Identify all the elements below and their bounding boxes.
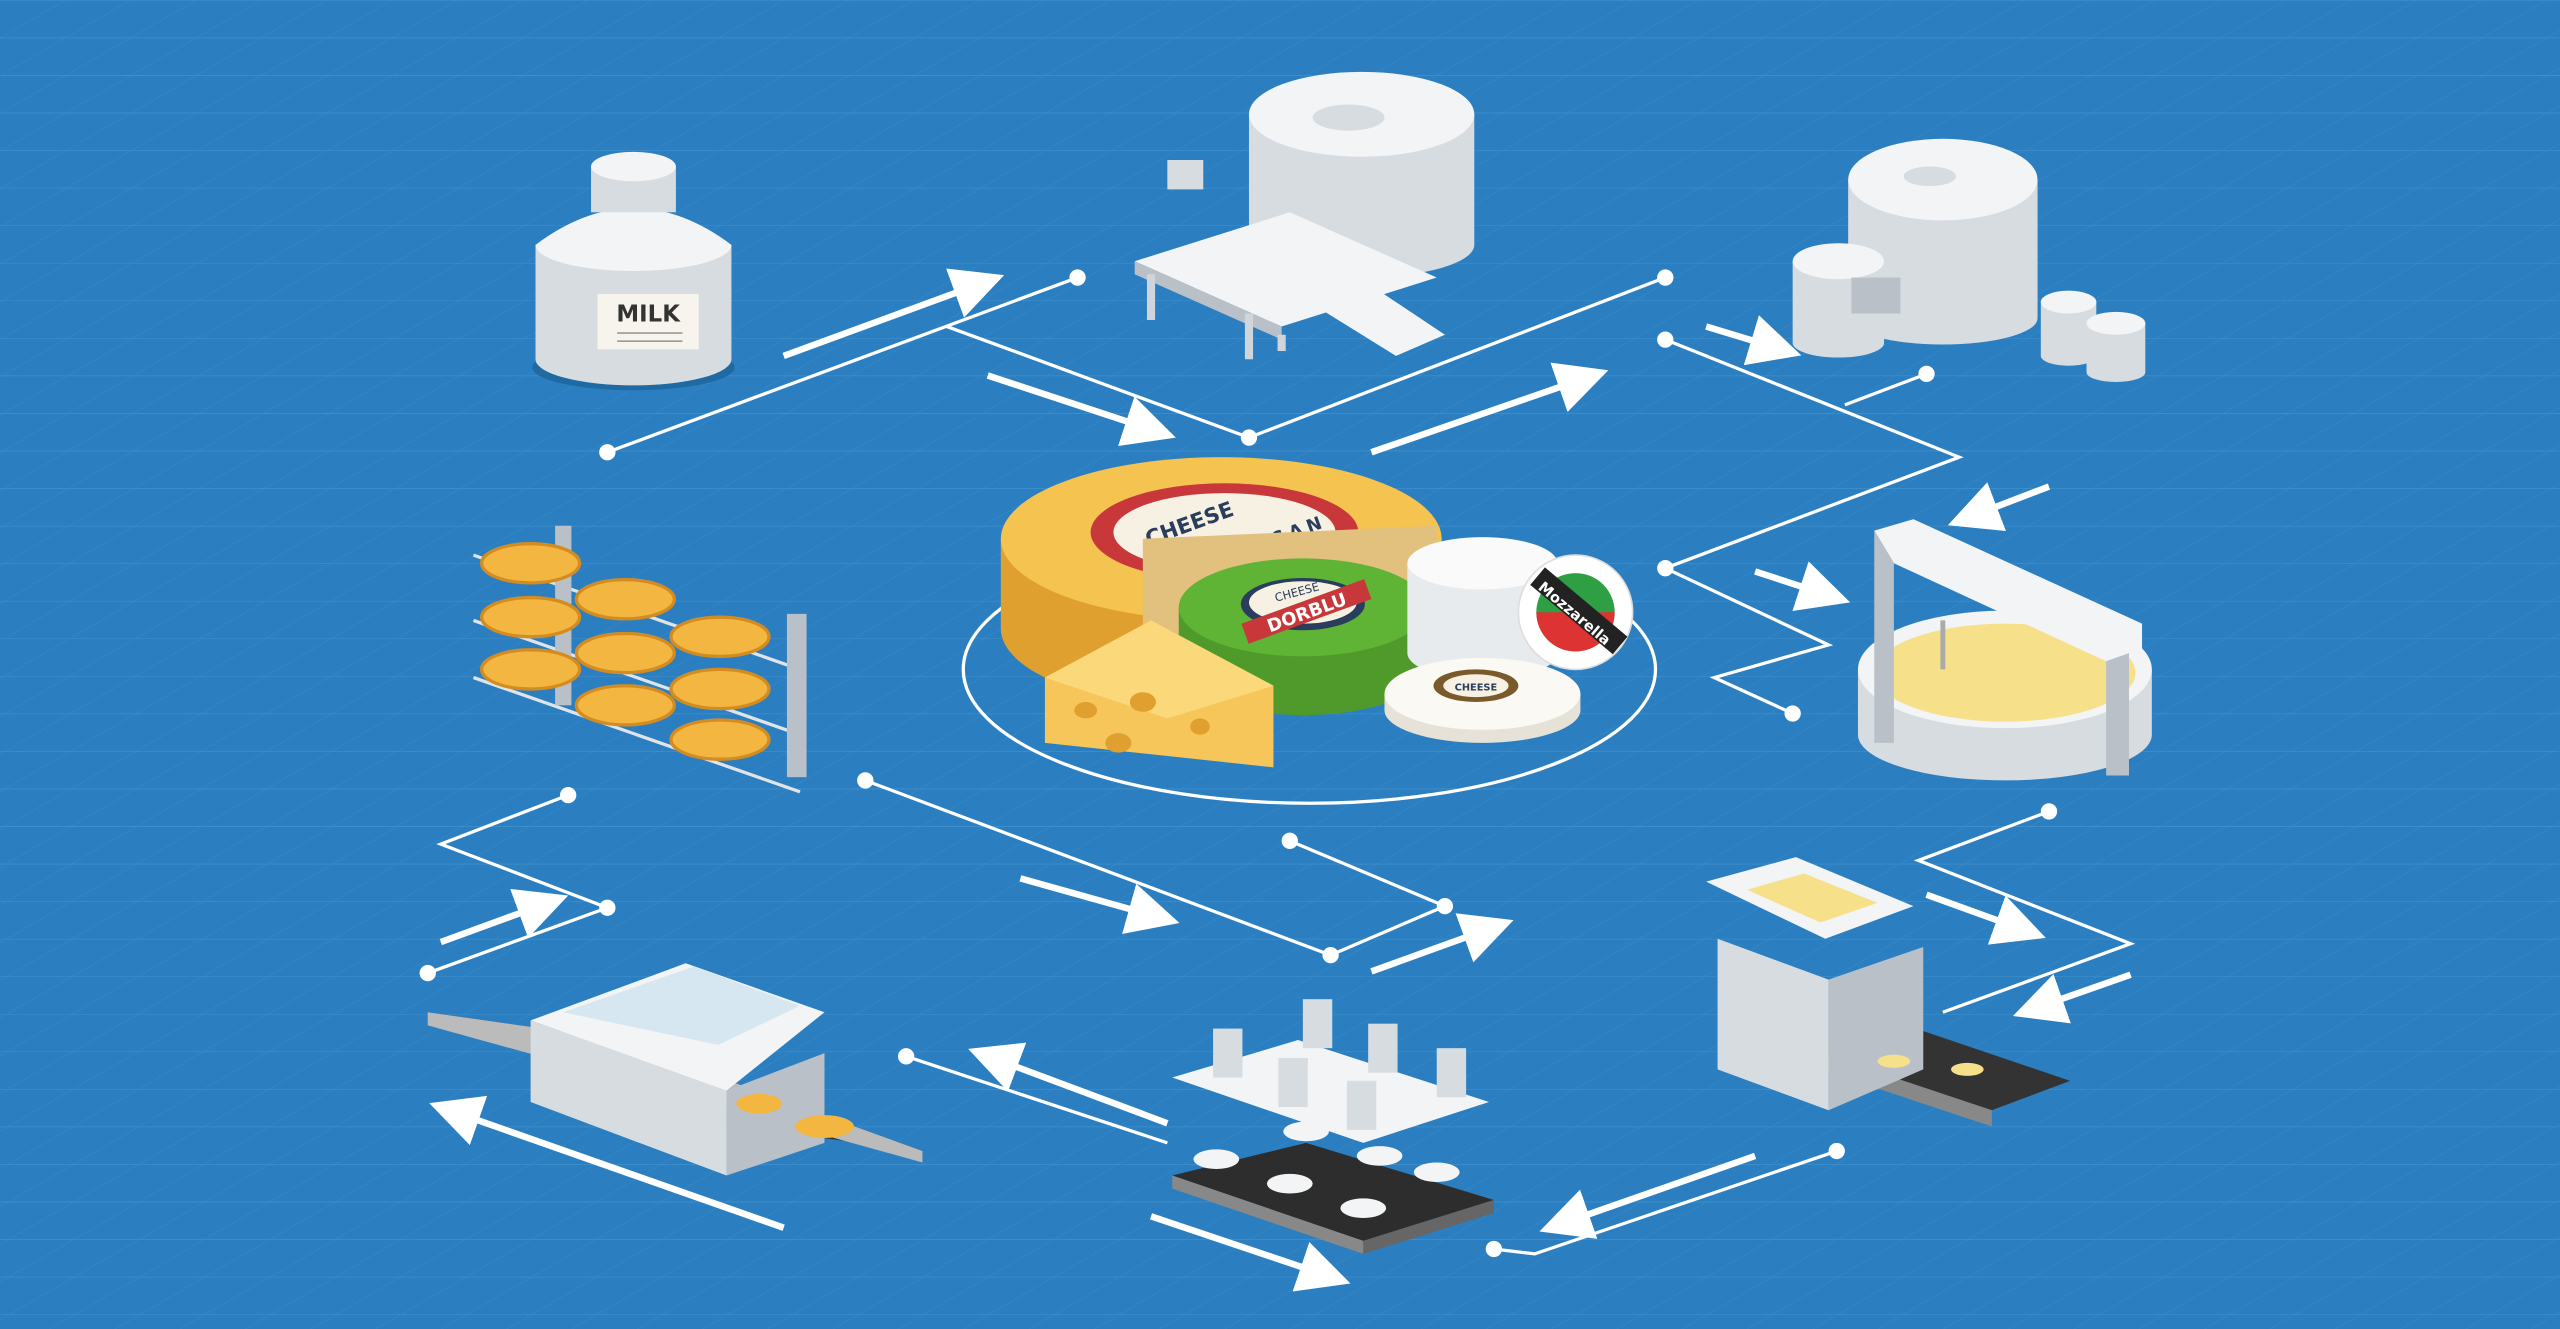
molding-machine	[1706, 857, 2071, 1127]
cheese-ripening-rack	[472, 525, 807, 794]
curd-cutting-vat	[1857, 519, 2152, 781]
cheese-vat-tanks	[1792, 138, 2146, 383]
milk-tank: MILK	[532, 151, 735, 391]
milk-label: MILK	[616, 302, 681, 328]
camembert-label: CHEESE	[1455, 683, 1497, 694]
packaging-machine	[427, 963, 923, 1176]
pasteurization-tank	[1134, 71, 1475, 360]
cheese-press	[1172, 999, 1494, 1254]
flow-arrows	[429, 268, 2132, 1292]
cheese-assortment: CHEESE PARMESAN CHEESE DORBLU Mozzarella…	[1000, 457, 1634, 768]
